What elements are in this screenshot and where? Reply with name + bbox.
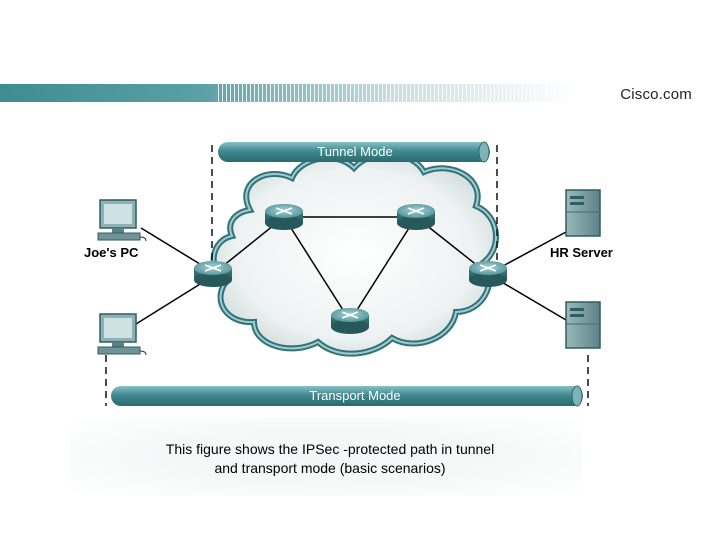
server-icon xyxy=(565,189,601,237)
transport-boundary-lines xyxy=(105,355,589,406)
caption-line-1: This figure shows the IPSec -protected p… xyxy=(165,441,495,457)
caption-line-2: and transport mode (basic scenarios) xyxy=(214,460,446,476)
router-icon xyxy=(397,204,435,230)
router-icon xyxy=(194,261,232,287)
brand-logo: Cisco.com xyxy=(620,86,692,103)
header-stripes xyxy=(218,84,618,102)
client-label: Joe's PC xyxy=(84,245,139,260)
pc-icon xyxy=(97,313,147,356)
tunnel-mode-pipe xyxy=(218,141,490,163)
router-icon xyxy=(265,204,303,230)
transport-mode-label: Transport Mode xyxy=(309,388,401,403)
pc-icon xyxy=(97,199,147,242)
figure-caption: This figure shows the IPSec -protected p… xyxy=(110,440,550,478)
router-icon xyxy=(469,261,507,287)
caption-box xyxy=(70,418,582,496)
transport-mode-pipe xyxy=(111,385,583,407)
server-label: HR Server xyxy=(550,245,613,260)
router-icon xyxy=(331,308,369,334)
tunnel-boundary-lines xyxy=(211,145,498,262)
tunnel-mode-label: Tunnel Mode xyxy=(317,144,393,159)
server-icon xyxy=(565,301,601,349)
